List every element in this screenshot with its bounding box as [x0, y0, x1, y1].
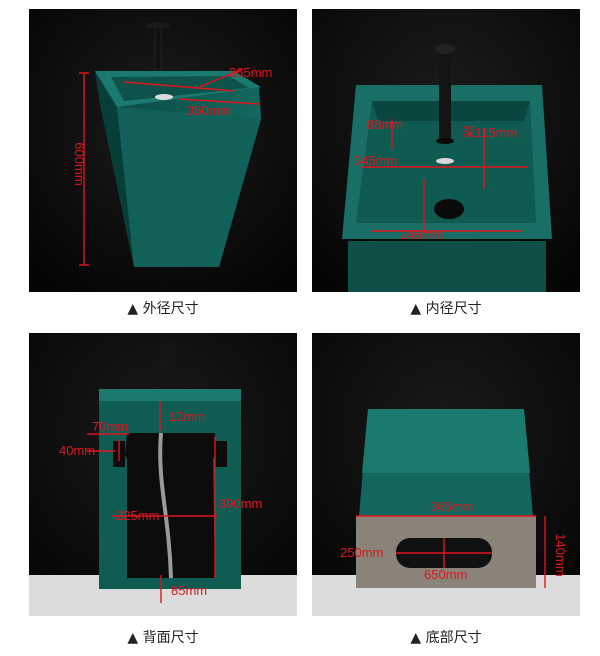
dim-base-width: 365mm	[430, 499, 473, 514]
caption-interior: ▲ 内径尺寸	[410, 301, 482, 317]
dim-inner-a: 88mm	[367, 117, 403, 132]
photo-exterior-dimensions: 365mm 360mm 600mm	[29, 9, 297, 292]
caption-bottom: ▲ 底部尺寸	[410, 630, 482, 646]
dim-slot-width: 70mm	[92, 419, 128, 434]
dim-hole-width: 650mm	[424, 567, 467, 582]
dim-hole-height: 250mm	[340, 545, 383, 560]
dim-slot-height: 40mm	[59, 443, 95, 458]
dim-opening-height: 390mm	[219, 496, 262, 511]
photo-bottom-dimensions: 365mm 140mm 250mm 650mm	[312, 333, 580, 616]
dim-top-gap: 12mm	[169, 409, 205, 424]
dim-bottom: 85mm	[171, 583, 207, 598]
dim-height: 600mm	[72, 142, 87, 185]
dim-opening-width: 225mm	[116, 508, 159, 523]
caption-back: ▲ 背面尺寸	[127, 630, 199, 646]
caption-exterior: ▲ 外径尺寸	[127, 301, 199, 317]
dim-width-top: 365mm	[229, 65, 272, 80]
dim-inner-b: 248mm	[400, 227, 443, 242]
photo-interior-dimensions: 88mm 深115mm 345mm 248mm	[312, 9, 580, 292]
dim-inner-width: 345mm	[354, 153, 397, 168]
dim-base-height: 140mm	[553, 533, 568, 576]
dim-inner-depth: 深115mm	[462, 125, 517, 140]
dim-depth-top: 360mm	[187, 103, 230, 118]
photo-back-dimensions: 12mm 70mm 40mm 390mm 225mm 85mm	[29, 333, 297, 616]
